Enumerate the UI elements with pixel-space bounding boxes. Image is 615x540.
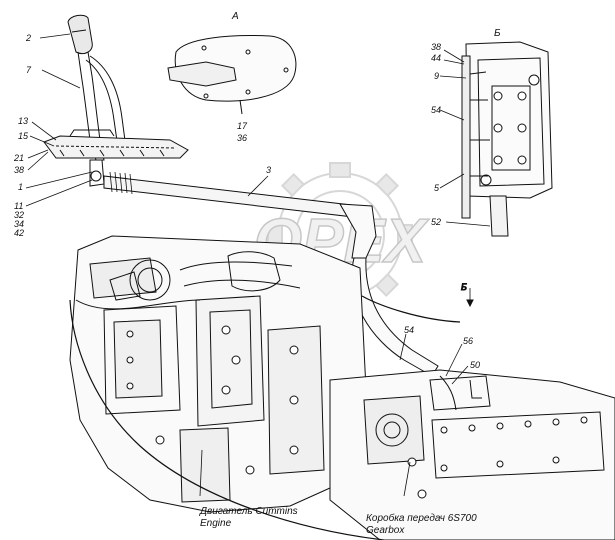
callout-1: 1 <box>18 182 23 192</box>
callout-21: 21 <box>13 153 24 163</box>
callout-56: 56 <box>463 336 473 346</box>
callout-labels: 2 7 13 15 21 38 1 11 32 34 42 3 17 36 38… <box>13 33 480 370</box>
section-arrow-label: Б <box>461 282 467 292</box>
callout-32: 32 <box>14 210 24 220</box>
callout-34: 34 <box>14 219 24 229</box>
callout-5: 5 <box>434 183 440 193</box>
callout-54: 54 <box>404 325 414 335</box>
frame-boundary <box>69 295 461 540</box>
view-title-b: Б <box>494 28 501 39</box>
callout-52: 52 <box>431 217 441 227</box>
callout-11: 11 <box>14 201 23 211</box>
gear-lever-assembly <box>43 14 189 187</box>
callout-15: 15 <box>18 131 29 141</box>
callout-50: 50 <box>470 360 480 370</box>
callout-38-b: 38 <box>431 42 441 52</box>
callout-38: 38 <box>14 165 24 175</box>
callout-2: 2 <box>25 33 31 43</box>
callout-36: 36 <box>237 133 247 143</box>
engine-caption-ru: Двигатель Cummins <box>199 506 298 517</box>
callout-3: 3 <box>266 165 271 175</box>
section-arrow-b: Б <box>461 282 474 308</box>
callout-44: 44 <box>431 53 441 63</box>
callout-9: 9 <box>434 71 439 81</box>
gearbox-housing <box>329 369 615 540</box>
callout-54-b: 54 <box>431 105 441 115</box>
detail-b-shift-tower <box>461 41 553 237</box>
engine-block <box>69 235 371 513</box>
leader-lines <box>25 33 491 497</box>
detail-a-plate <box>167 35 297 115</box>
callout-17: 17 <box>237 121 248 131</box>
callout-7: 7 <box>26 65 32 75</box>
callout-42: 42 <box>14 228 24 238</box>
view-title-a: А <box>231 11 239 22</box>
gearbox-caption-en: Gearbox <box>366 525 405 536</box>
gearbox-caption-ru: Коробка передач 6S700 <box>366 512 477 524</box>
callout-13: 13 <box>18 116 28 126</box>
engine-caption-en: Engine <box>200 518 232 529</box>
